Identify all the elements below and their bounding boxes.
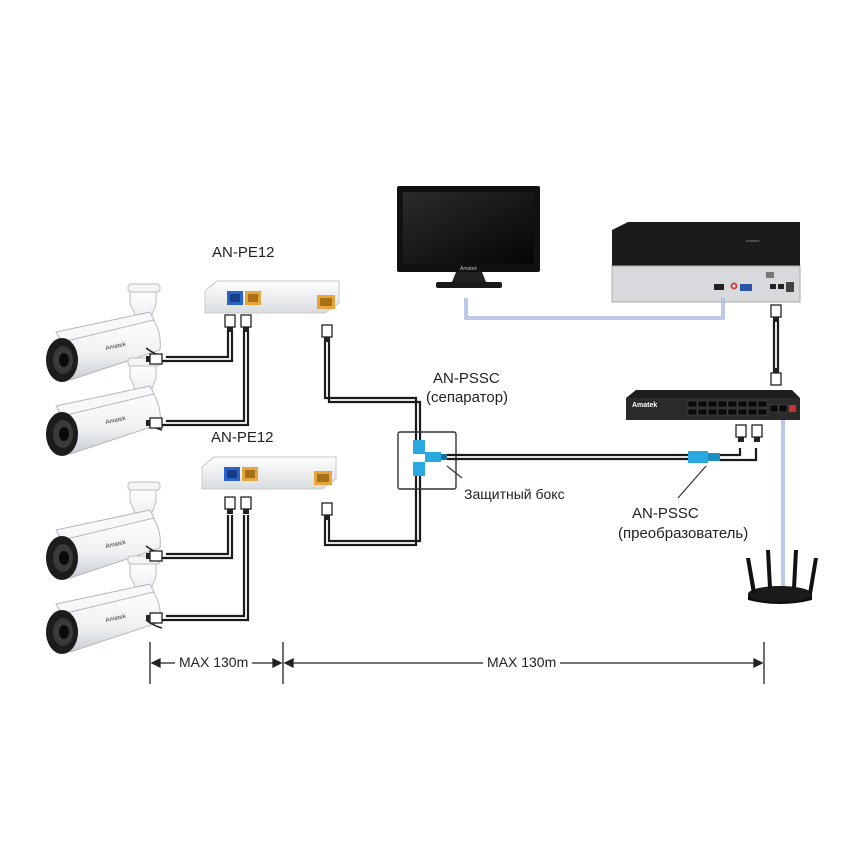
bottom-camera-cables [162,475,422,622]
svg-text:Amatek: Amatek [746,238,760,243]
right-span-dimension-label: MAX 130m [483,654,561,670]
monitor-icon: Amatek [397,186,540,288]
box-pointer-line [446,465,463,479]
poe-switch-icon: Amatek [626,390,800,420]
pssc-converter-role-label: (преобразователь) [618,525,749,542]
pe12-bottom-extender-icon [201,456,337,490]
pssc-separator-model-label: AN-PSSC [433,370,500,387]
top-camera-cables [162,330,422,440]
svg-text:Amatek: Amatek [460,266,477,272]
left-span-dimension-label: MAX 130m [175,654,253,670]
protective-box [397,431,457,490]
pssc-separator-role-label: (сепаратор) [426,389,509,406]
wifi-router-icon [746,550,818,604]
trunk-cable [447,453,690,461]
pssc-converter-icon [688,451,720,463]
svg-text:Amatek: Amatek [632,402,657,409]
nvr-recorder-icon: Amatek [611,222,801,303]
pe12-top-extender-icon [204,280,340,314]
pssc-converter-model-label: AN-PSSC [632,505,699,522]
pe12-bottom-label: AN-PE12 [211,429,274,446]
converter-pointer-line [677,465,707,499]
pe12-top-label: AN-PE12 [212,244,275,261]
protective-box-label: Защитный бокс [464,486,565,502]
pssc-separator-icon [413,440,447,476]
